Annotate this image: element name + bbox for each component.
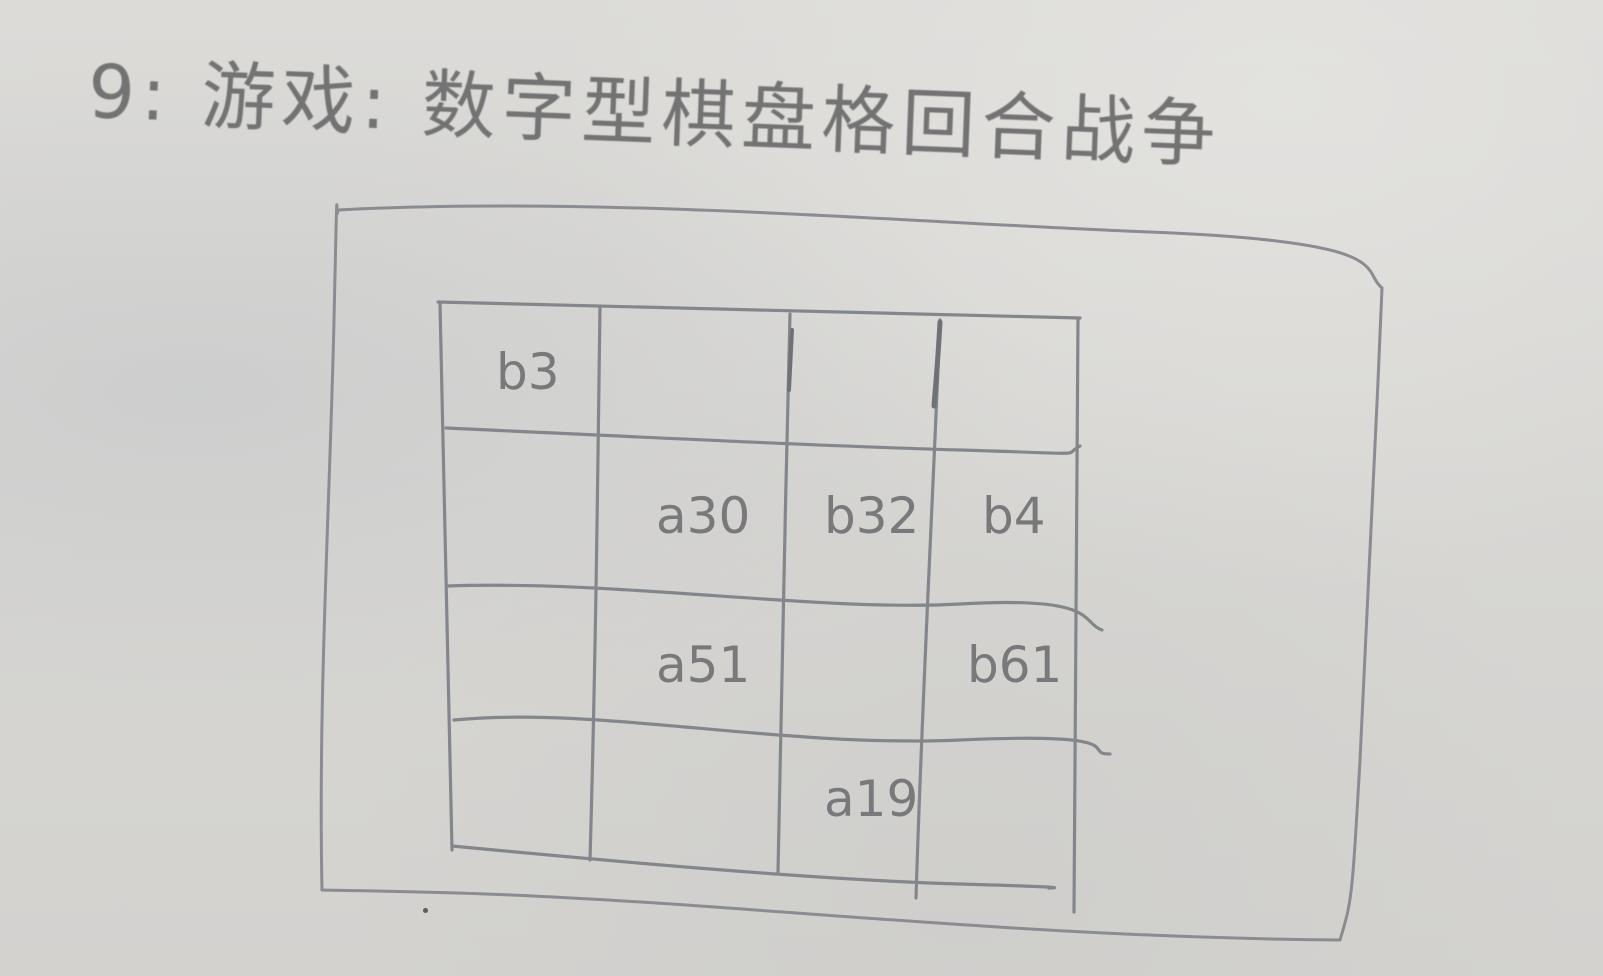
grid-line-v0 xyxy=(438,302,454,852)
grid-line-h0 xyxy=(436,300,1082,320)
grid-line-v3-dark xyxy=(931,319,943,409)
outer-frame-line xyxy=(319,203,340,892)
board-cell-label: b4 xyxy=(982,487,1046,545)
board-cell-label: a19 xyxy=(824,770,919,828)
board-cell-label: b3 xyxy=(496,343,560,401)
grid-line-v2 xyxy=(776,312,792,874)
grid-line-h1 xyxy=(444,426,1082,455)
grid-line-v2-dark xyxy=(787,328,794,392)
grid-line-v4 xyxy=(1072,316,1080,914)
outer-frame-line xyxy=(1338,286,1384,942)
grid-line-h2 xyxy=(446,583,1104,632)
board-cell-label: a30 xyxy=(656,487,751,545)
outer-frame-line xyxy=(320,888,1342,942)
grid-line-h3 xyxy=(452,715,1112,756)
grid-line-h4 xyxy=(450,844,1056,890)
pencil-dot xyxy=(423,908,428,913)
board-cell-label: a51 xyxy=(656,636,751,694)
outer-frame-line xyxy=(336,204,1384,290)
board-cell-label: b61 xyxy=(967,636,1063,694)
board-cell-label: b32 xyxy=(824,487,920,545)
grid-line-v1 xyxy=(588,304,602,862)
